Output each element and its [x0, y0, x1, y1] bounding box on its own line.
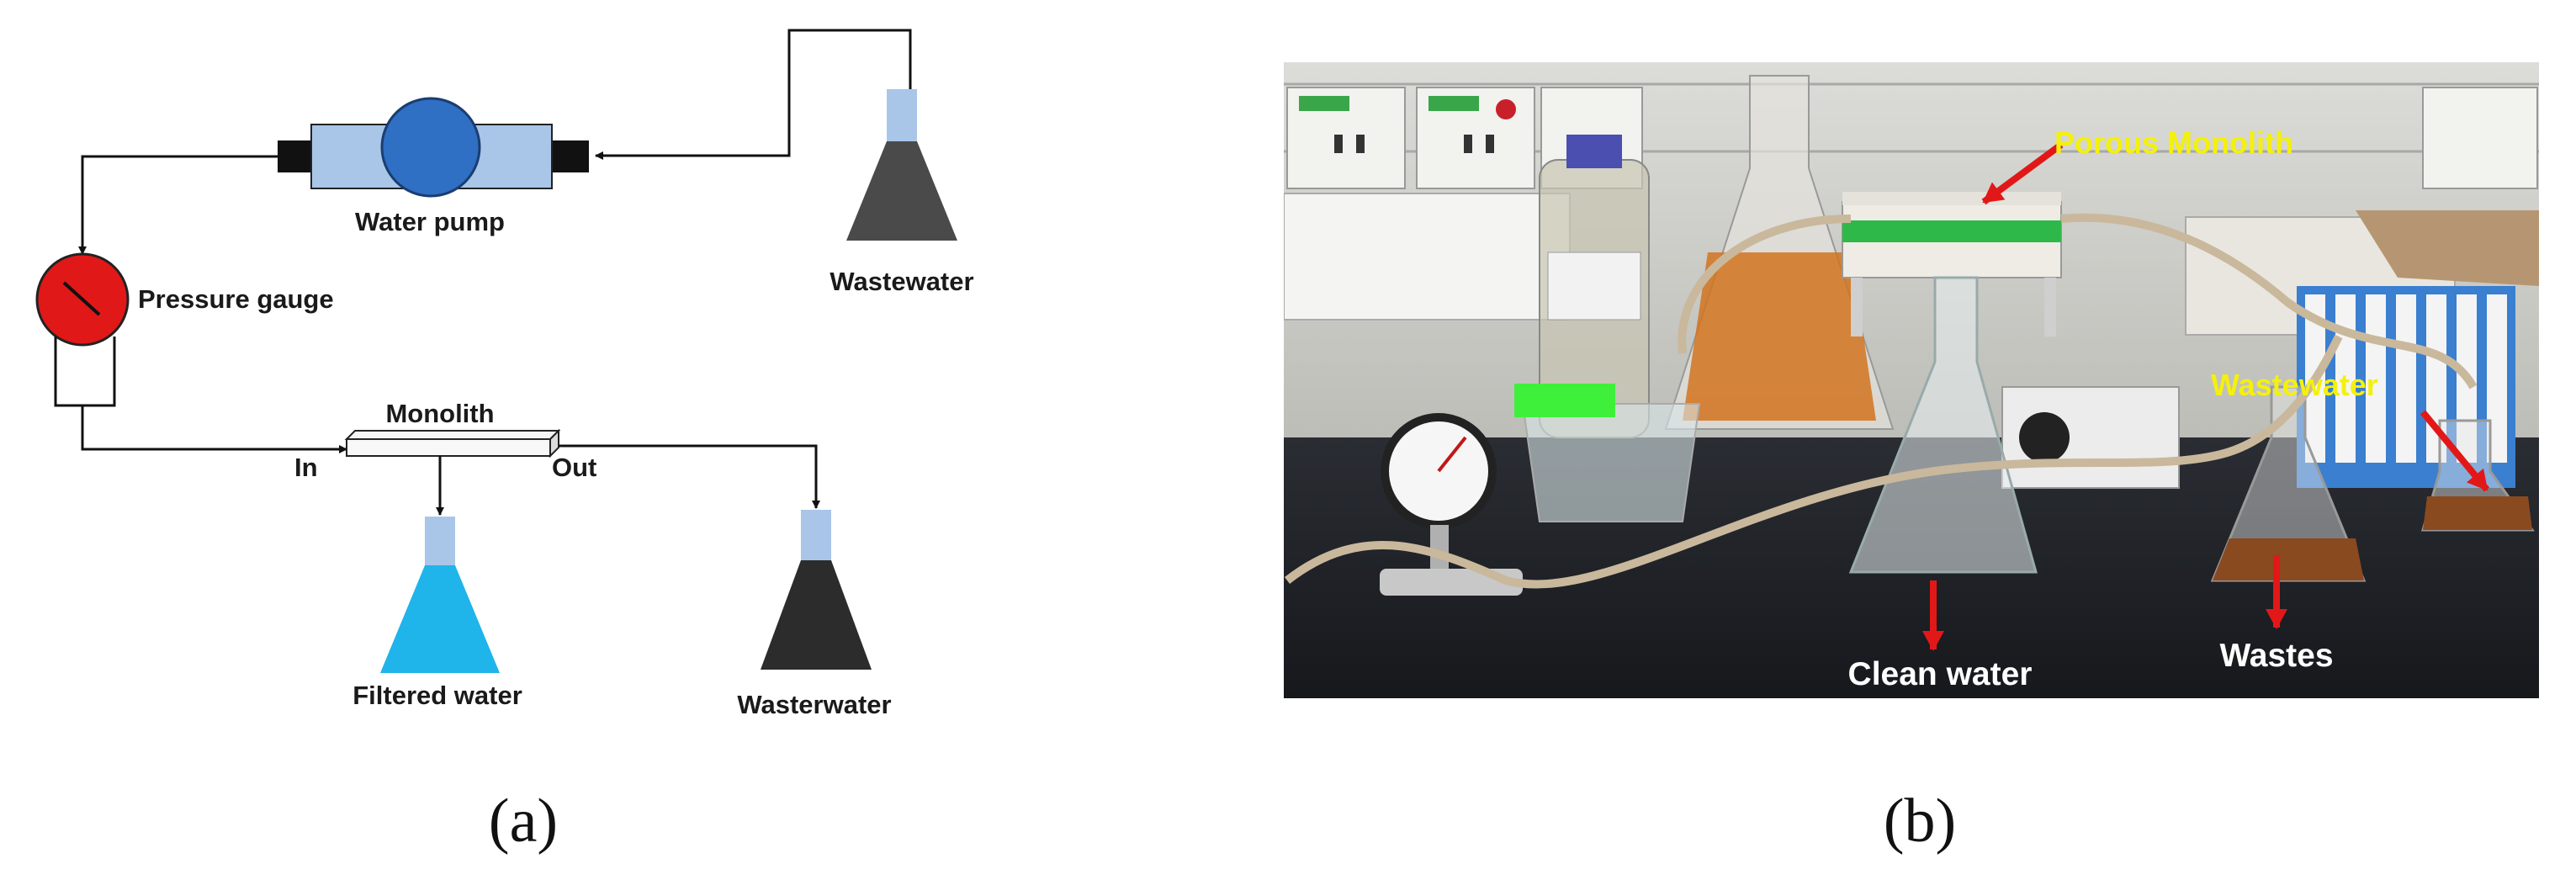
pump-inlet-connector: [552, 140, 589, 172]
photo-clean-water-flask: [1848, 276, 2038, 574]
photo-monolith-module: [1842, 192, 2062, 337]
flask-body: [846, 141, 957, 241]
pump-outlet-connector: [278, 140, 315, 172]
photo-pressure-gauge: [1380, 413, 1523, 596]
photo-glass-bottle: [1539, 135, 1650, 438]
monolith-label: Monolith: [385, 399, 494, 428]
wastewater-output-label: Wasterwater: [737, 690, 891, 719]
flask-neck: [887, 89, 917, 141]
wastewater-source-label: Wastewater: [830, 267, 973, 296]
tube-gauge-to-monolith: [81, 405, 347, 453]
photo-plastic-dish: [1521, 403, 1701, 522]
tube-pump-to-gauge: [78, 155, 278, 255]
arrow-wastewater: [2420, 410, 2490, 492]
arrow-porous-monolith: [1981, 141, 2064, 205]
panel-a-schematic: Water pump Wastewater Pressure gauge Mon…: [35, 29, 974, 856]
filtered-water-flask: [380, 517, 500, 673]
porous-monolith-label: Porous Monolith: [2054, 125, 2293, 160]
flask-neck: [425, 517, 455, 565]
monolith-front-face: [346, 438, 551, 457]
water-pump-label: Water pump: [355, 207, 505, 236]
photo-waste-flask: [2210, 385, 2367, 582]
wall-socket-outlets: [1286, 87, 2538, 189]
flask-body: [761, 560, 872, 670]
gauge-needle: [62, 281, 101, 316]
tube-monolith-to-wastewater: [559, 444, 820, 509]
wastewater-output-flask: [761, 510, 872, 670]
monolith-top-face: [344, 430, 561, 440]
photo-box-left: [1284, 193, 1571, 321]
photo-tube-rack: [2297, 286, 2515, 488]
water-pump: [278, 97, 589, 198]
flask-neck: [801, 510, 831, 560]
pressure-gauge-label: Pressure gauge: [138, 284, 334, 314]
photo-green-holder: [1514, 384, 1615, 417]
clean-water-label: Clean water: [1848, 656, 2033, 692]
photo-tubing: [1284, 334, 2343, 589]
flask-body: [380, 565, 500, 673]
photo-wastewater-label: Wastewater: [2211, 368, 2378, 402]
gauge-bypass-loop: [54, 337, 116, 407]
tube-wastewater-to-pump: [595, 29, 912, 160]
monolith-side-face: [549, 428, 559, 458]
photo-tubing-top: [1678, 213, 2478, 390]
pump-motor-icon: [380, 97, 481, 198]
wastewater-source-flask: [846, 89, 957, 241]
monolith-in-label: In: [294, 453, 318, 482]
wastes-label: Wastes: [2219, 638, 2333, 674]
panel-a-caption: (a): [489, 787, 558, 856]
monolith-out-label: Out: [552, 453, 596, 482]
filtered-water-label: Filtered water: [352, 681, 522, 710]
monolith: [344, 428, 561, 458]
panel-b-photo: Porous Monolith Wastewater Clean water W…: [1284, 62, 2539, 856]
photo-cardboard: [2356, 210, 2539, 286]
panel-b-caption: (b): [1884, 787, 1956, 856]
photo-large-flask: [1664, 75, 1895, 430]
pressure-gauge: [35, 252, 130, 347]
